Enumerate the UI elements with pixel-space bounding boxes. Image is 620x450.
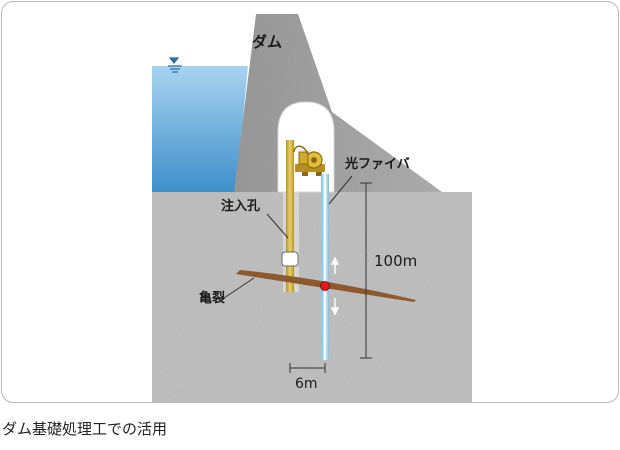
- grout-pump-icon: [293, 145, 325, 176]
- dam-diagram: ダム 光ファイバ 注入孔 亀裂 100m 6m: [152, 14, 472, 402]
- optical-fiber-label: 光ファイバ: [344, 156, 410, 172]
- injection-hole-leader: [266, 213, 289, 239]
- sensor-point: [320, 281, 330, 291]
- injection-hole-label: 注入孔: [221, 198, 260, 214]
- crack-leader: [223, 277, 255, 299]
- spacing-dimension: [289, 363, 326, 373]
- water-level-icon: [168, 57, 182, 73]
- crack-label: 亀裂: [199, 290, 226, 306]
- reservoir-water: [152, 66, 248, 192]
- dam-label: ダム: [252, 33, 282, 51]
- optical-fiber-leader: [328, 175, 353, 205]
- injection-pipe: [286, 140, 294, 292]
- figure-caption: ダム基礎処理工での活用: [2, 420, 168, 438]
- diagram-frame: ダム 光ファイバ 注入孔 亀裂 100m 6m: [1, 1, 619, 403]
- depth-label: 100m: [374, 252, 417, 270]
- bedrock: [152, 192, 472, 402]
- depth-dimension: [360, 182, 372, 359]
- packer: [281, 251, 299, 267]
- flow-arrow-up-icon: [330, 256, 340, 274]
- optical-fiber-core: [324, 174, 326, 360]
- flow-arrow-down-icon: [330, 298, 340, 316]
- spacing-label: 6m: [295, 376, 318, 392]
